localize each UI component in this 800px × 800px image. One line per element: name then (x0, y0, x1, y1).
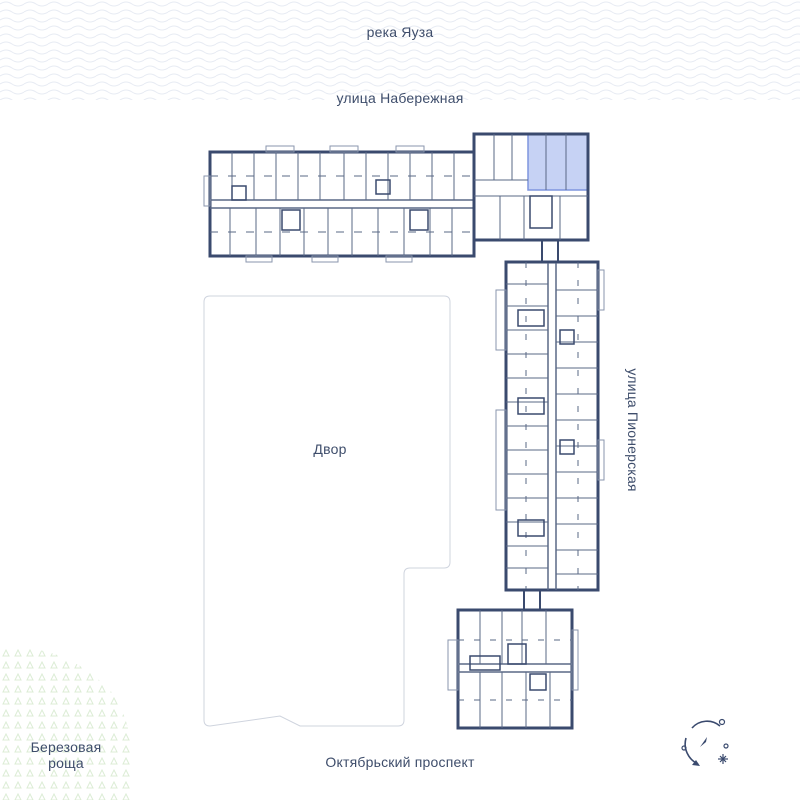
river-label: река Яуза (366, 24, 434, 40)
east-street-label: улица Пионерская (625, 368, 642, 492)
north-wing (203, 145, 476, 263)
river-wave-pattern (0, 0, 800, 100)
compass-rose-icon (681, 718, 729, 766)
east-wing (495, 260, 605, 592)
grove-label: Березовая роща (20, 739, 112, 771)
south-block (447, 608, 579, 730)
connector-links (523, 239, 559, 611)
yard-label: Двор (313, 441, 347, 457)
grove-label-line2: роща (48, 755, 84, 772)
corner-block (472, 132, 590, 242)
north-street-label: улица Набережная (336, 90, 464, 106)
selected-apartment[interactable] (527, 133, 589, 191)
yard-outline (203, 295, 451, 727)
grove-dot-pattern (0, 648, 133, 800)
grove-label-line1: Березовая (30, 739, 102, 755)
south-street-label: Октябрьский проспект (325, 754, 475, 770)
